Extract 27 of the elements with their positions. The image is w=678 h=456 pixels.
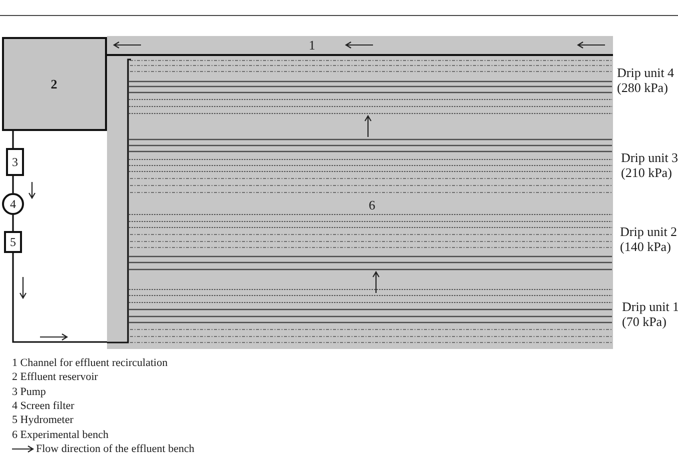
callout-number: 2: [50, 77, 58, 90]
drip-unit-label: Drip unit 4 (280 kPa): [617, 65, 676, 95]
legend-text: Flow direction of the effluent bench: [36, 442, 194, 456]
filter-circle: [2, 193, 24, 215]
key-entry: 4 Screen filter: [12, 398, 74, 413]
drip-unit-label: Drip unit 2 (140 kPa): [620, 224, 678, 254]
callout-number: 1: [308, 38, 316, 51]
callout-number: 4: [10, 198, 16, 210]
reservoir-box: [2, 37, 107, 131]
pipe-line: [12, 215, 14, 231]
key-entry: 5 Hydrometer: [12, 413, 74, 428]
pipe-line: [12, 253, 107, 343]
key-entry: 2 Effluent reservoir: [12, 370, 98, 384]
pipe-line: [12, 176, 14, 193]
pump-box: [6, 148, 24, 176]
callout-number: 6: [368, 198, 376, 212]
callout-number: 5: [10, 236, 16, 248]
channel-band: [107, 36, 613, 56]
drip-unit-label: Drip unit 3 (210 kPa): [621, 150, 678, 180]
bench-area: [107, 56, 613, 349]
key-entry: 3 Pump: [12, 384, 46, 399]
key-entry: 1 Channel for effluent recirculation: [12, 356, 168, 370]
key-entry: 6 Experimental bench: [12, 428, 109, 442]
pipe-line: [12, 131, 14, 148]
drip-unit-label: Drip unit 1 (70 kPa): [622, 299, 678, 329]
callout-number: 3: [12, 156, 18, 168]
hydrometer-box: [4, 231, 22, 253]
